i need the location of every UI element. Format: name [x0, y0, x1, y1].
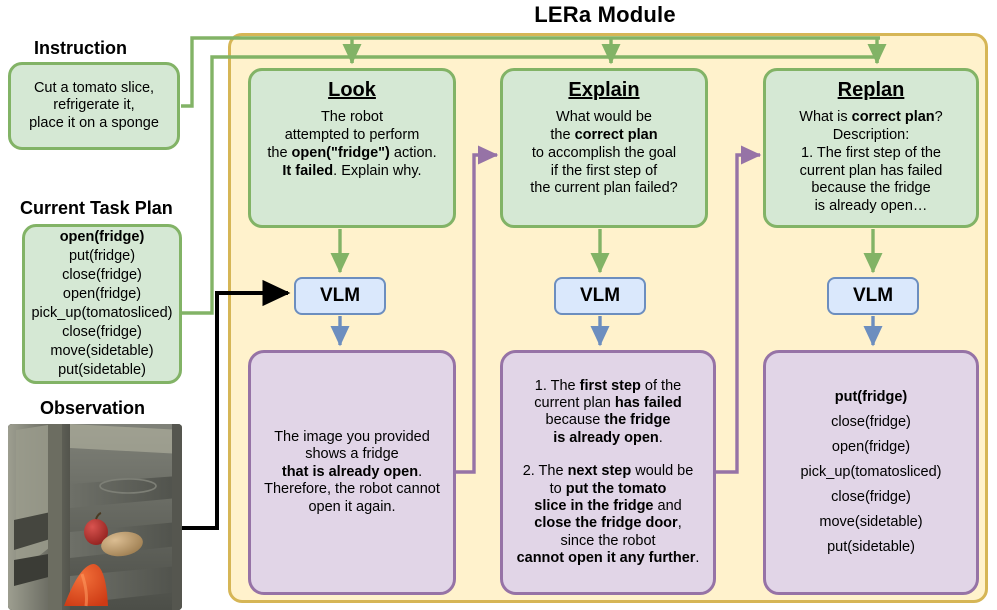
replan-title: Replan: [837, 79, 905, 101]
replan-step: pick_up(tomatosliced): [800, 464, 942, 481]
task-plan-step: pick_up(tomatosliced): [31, 305, 173, 321]
replan-step: open(fridge): [831, 439, 911, 456]
observation-title: Observation: [40, 398, 146, 418]
task-plan-step: open(fridge): [59, 228, 145, 245]
module-title: LERa Module: [534, 2, 676, 27]
replan-prompt-box: Replan What is correct plan?Description:…: [763, 68, 979, 228]
vlm-box-look[interactable]: VLM: [294, 277, 386, 315]
task-plan-list: open(fridge) put(fridge) close(fridge) open…: [25, 228, 179, 381]
replan-step: put(sidetable): [827, 538, 915, 555]
current-task-plan-box: open(fridge) put(fridge) close(fridge) open…: [22, 224, 182, 384]
task-plan-step: put(sidetable): [58, 362, 146, 379]
task-plan-step: put(fridge): [68, 247, 136, 264]
replan-plan-list: put(fridge) close(fridge) open(fridge) pick…: [770, 385, 972, 560]
instruction-box: Cut a tomato slice,refrigerate it,place …: [8, 62, 180, 150]
replan-output-box: put(fridge) close(fridge) open(fridge) pick…: [763, 350, 979, 595]
replan-step: close(fridge): [831, 488, 911, 505]
replan-step: close(fridge): [831, 414, 911, 431]
instruction-title: Instruction: [34, 38, 127, 58]
task-plan-step: move(sidetable): [50, 343, 154, 360]
look-title: Look: [328, 79, 376, 101]
explain-title: Explain: [568, 79, 640, 101]
task-plan-title: Current Task Plan: [20, 198, 173, 218]
vlm-box-explain[interactable]: VLM: [554, 277, 646, 315]
task-plan-step: open(fridge): [62, 285, 142, 302]
task-plan-step: close(fridge): [62, 324, 142, 341]
task-plan-step: close(fridge): [62, 266, 142, 283]
replan-step: put(fridge): [834, 389, 908, 406]
observation-image: [8, 424, 182, 610]
replan-prompt-text: What is correct plan?Description:1. The …: [799, 108, 943, 215]
instruction-text: Cut a tomato slice,refrigerate it,place …: [29, 80, 159, 131]
vlm-box-replan[interactable]: VLM: [827, 277, 919, 315]
replan-step: move(sidetable): [819, 513, 923, 530]
